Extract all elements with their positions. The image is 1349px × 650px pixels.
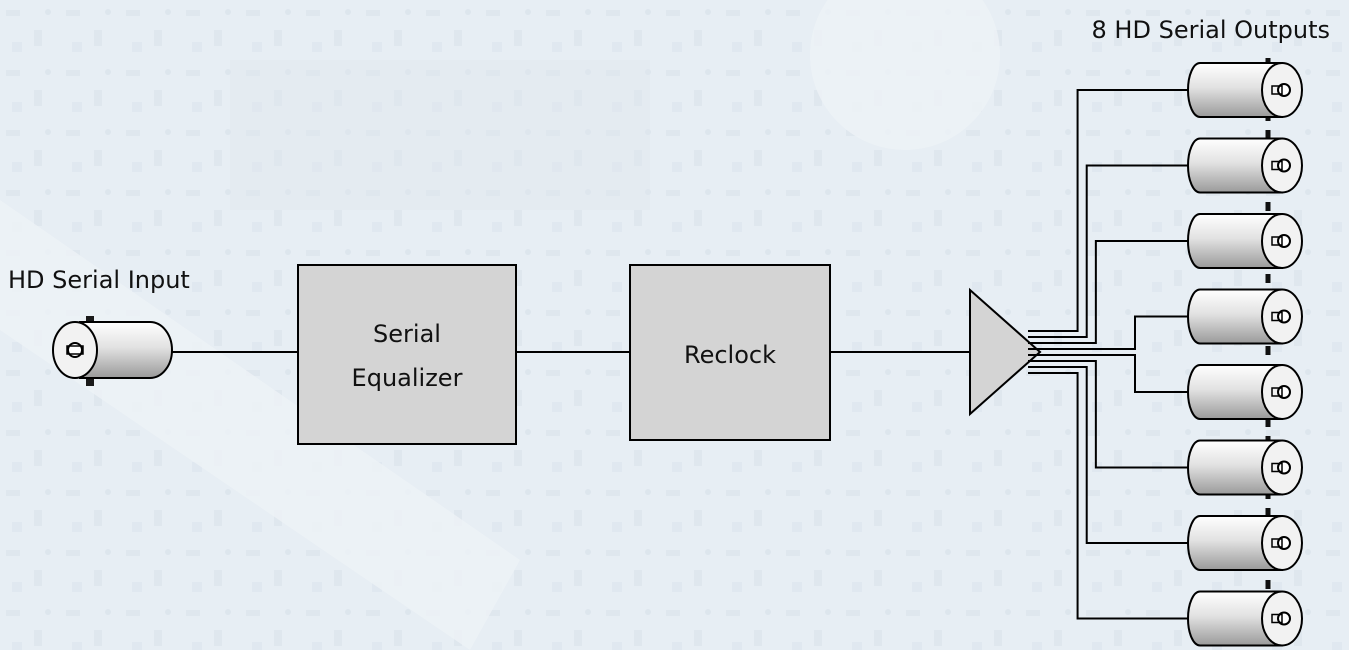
output-bnc-connector xyxy=(1187,213,1303,269)
output-fanout-wires xyxy=(1028,89,1190,620)
reclock-block xyxy=(629,264,831,441)
output-wire xyxy=(1028,354,1190,393)
output-bnc-connector xyxy=(1187,515,1303,571)
distribution-amplifier-triangle xyxy=(969,287,1042,417)
output-bnc-connector xyxy=(1187,439,1303,496)
output-wire xyxy=(1028,164,1190,338)
reclock-label: Reclock xyxy=(684,341,776,369)
output-bnc-connector xyxy=(1187,288,1303,345)
input-bnc-connector xyxy=(52,316,173,386)
output-wire xyxy=(1028,240,1190,344)
hd-serial-input-label: HD Serial Input xyxy=(8,266,190,294)
output-bnc-connector xyxy=(1187,137,1303,194)
output-wire xyxy=(1028,315,1190,350)
serial-equalizer-label-line2: Equalizer xyxy=(352,364,463,392)
output-wire xyxy=(1028,89,1190,332)
hd-serial-outputs-label: 8 HD Serial Outputs xyxy=(1092,16,1330,44)
output-bnc-connector xyxy=(1187,364,1303,420)
output-wire xyxy=(1028,360,1190,469)
output-connectors xyxy=(1187,62,1303,647)
serial-equalizer-label-line1: Serial xyxy=(373,320,441,348)
output-bnc-connector xyxy=(1187,590,1303,647)
output-wire xyxy=(1028,372,1190,620)
output-bnc-connector xyxy=(1187,62,1303,118)
output-wire xyxy=(1028,366,1190,544)
serial-equalizer-block xyxy=(297,264,517,445)
